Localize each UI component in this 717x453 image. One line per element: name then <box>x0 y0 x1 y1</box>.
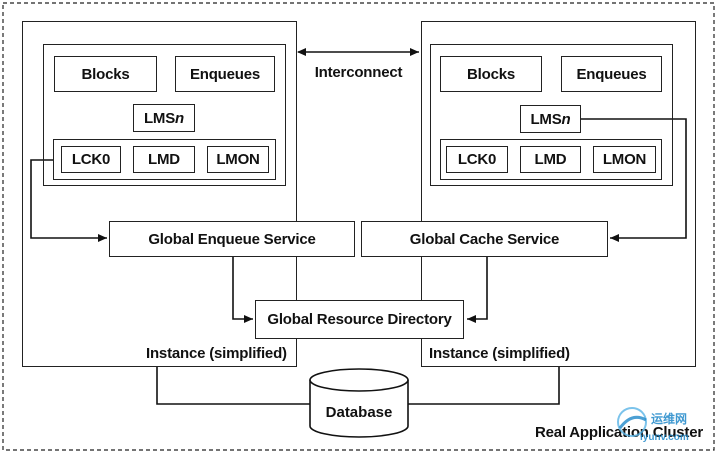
lms-suffix: n <box>175 109 185 127</box>
gcs-to-grd-connector <box>467 256 488 323</box>
lms-prefix: LMS <box>143 109 176 127</box>
ges-to-grd-connector <box>232 256 253 323</box>
watermark-logo <box>612 402 652 442</box>
watermark-text-url: iyunv.com <box>640 432 689 443</box>
global-enqueue-service-box: Global Enqueue Service <box>109 221 355 257</box>
right-instance-label: Instance (simplified) <box>429 345 570 362</box>
database-icon <box>309 368 409 438</box>
lck0-to-ges-connector <box>30 159 107 242</box>
lms-suffix: n <box>561 110 571 128</box>
left-process-group <box>53 139 276 180</box>
database-label: Database <box>325 404 393 421</box>
right-instance-db-link <box>408 367 560 405</box>
left-blocks-box: Blocks <box>54 56 157 92</box>
left-instance-db-link <box>156 367 310 405</box>
right-blocks-box: Blocks <box>440 56 542 92</box>
left-sga-frame <box>43 44 286 186</box>
right-lmon-box: LMON <box>593 146 656 173</box>
lmsn-to-gcs-connector <box>581 118 687 242</box>
right-instance-frame <box>421 21 696 367</box>
right-sga-frame <box>430 44 673 186</box>
right-lmd-box: LMD <box>520 146 581 173</box>
right-enqueues-box: Enqueues <box>561 56 662 92</box>
watermark-text-cn: 运维网 <box>651 412 688 426</box>
left-instance-label: Instance (simplified) <box>146 345 287 362</box>
left-enqueues-box: Enqueues <box>175 56 275 92</box>
global-cache-service-box: Global Cache Service <box>361 221 608 257</box>
cluster-label: Real Application Cluster <box>535 424 704 441</box>
watermark-globe-icon <box>617 407 647 437</box>
database-cylinder: Database <box>309 368 409 438</box>
left-lmd-box: LMD <box>133 146 195 173</box>
right-lck0-box: LCK0 <box>446 146 508 173</box>
right-process-group <box>440 139 662 180</box>
interconnect-label: Interconnect <box>314 64 403 81</box>
lms-prefix: LMS <box>530 110 562 128</box>
left-lck0-box: LCK0 <box>61 146 121 173</box>
global-resource-directory-box: Global Resource Directory <box>255 300 464 339</box>
left-instance-frame <box>22 21 297 367</box>
left-lmon-box: LMON <box>207 146 269 173</box>
